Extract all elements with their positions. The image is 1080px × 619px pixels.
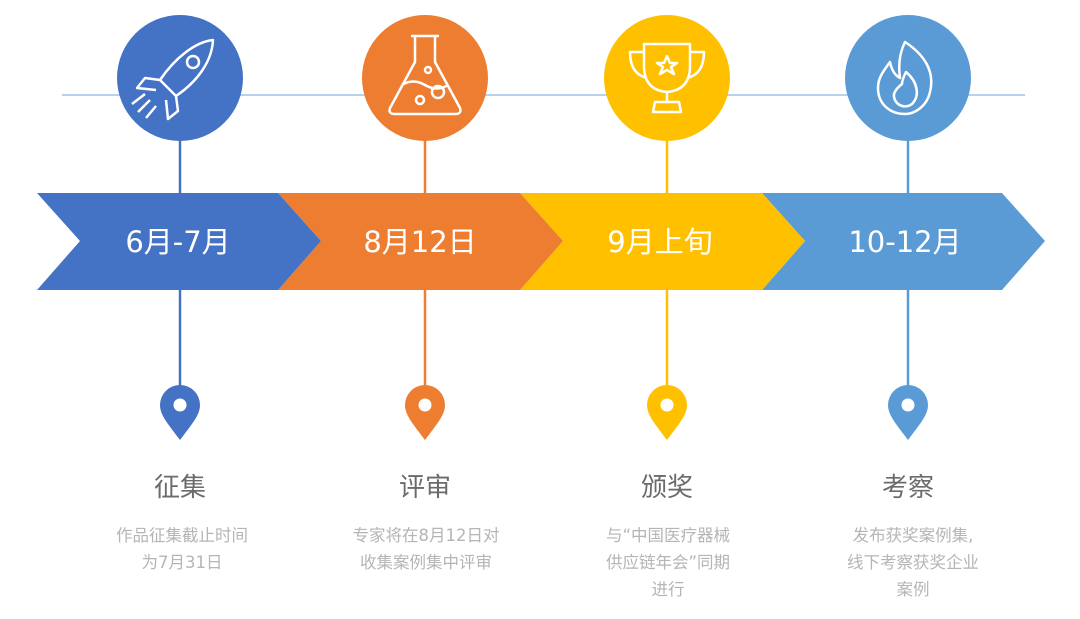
stage-3-date: 9月上旬 [607,225,713,259]
trophy-icon [628,42,706,114]
flame-icon [876,40,933,116]
chevron-3 [520,193,805,290]
pin-icon-1 [160,385,200,440]
circle-3 [604,15,730,141]
desc-line: 供应链年会”同期 [605,553,731,572]
stage-4-date: 10-12月 [848,225,962,259]
desc-line: 收集案例集中评审 [360,553,492,572]
desc-line: 与“中国医疗器械 [605,526,731,545]
pin-icon-2 [405,385,445,440]
rocket-icon [131,38,215,121]
desc-line: 作品征集截止时间 [116,526,248,545]
stage-4-description: 发布获奖案例集, 线下考察获奖企业 案例 [818,522,1008,603]
stage-1-description: 作品征集截止时间 为7月31日 [87,522,277,576]
stage-2-date: 8月12日 [363,225,477,259]
chevron-4 [762,193,1045,290]
desc-line: 发布获奖案例集, [852,526,974,545]
flask-icon [388,34,462,116]
stage-1-date: 6月-7月 [125,225,231,259]
desc-line: 线下考察获奖企业 [847,553,979,572]
stage-3-description: 与“中国医疗器械 供应链年会”同期 进行 [573,522,763,603]
circle-2 [362,15,488,141]
pin-icon-4 [888,385,928,440]
chevron-1 [37,193,321,290]
desc-line: 进行 [651,580,685,599]
desc-line: 为7月31日 [141,553,223,572]
desc-line: 案例 [896,580,930,599]
circle-1 [117,15,243,141]
chevron-2 [278,193,563,290]
desc-line: 专家将在8月12日对 [352,526,500,545]
stage-2-description: 专家将在8月12日对 收集案例集中评审 [331,522,521,576]
stage-2-title: 评审 [398,473,451,503]
pin-icon-3 [647,385,687,440]
stage-4-title: 考察 [881,473,934,503]
stage-1-title: 征集 [153,473,206,503]
circle-4 [845,15,971,141]
stage-3-title: 颁奖 [640,473,693,503]
